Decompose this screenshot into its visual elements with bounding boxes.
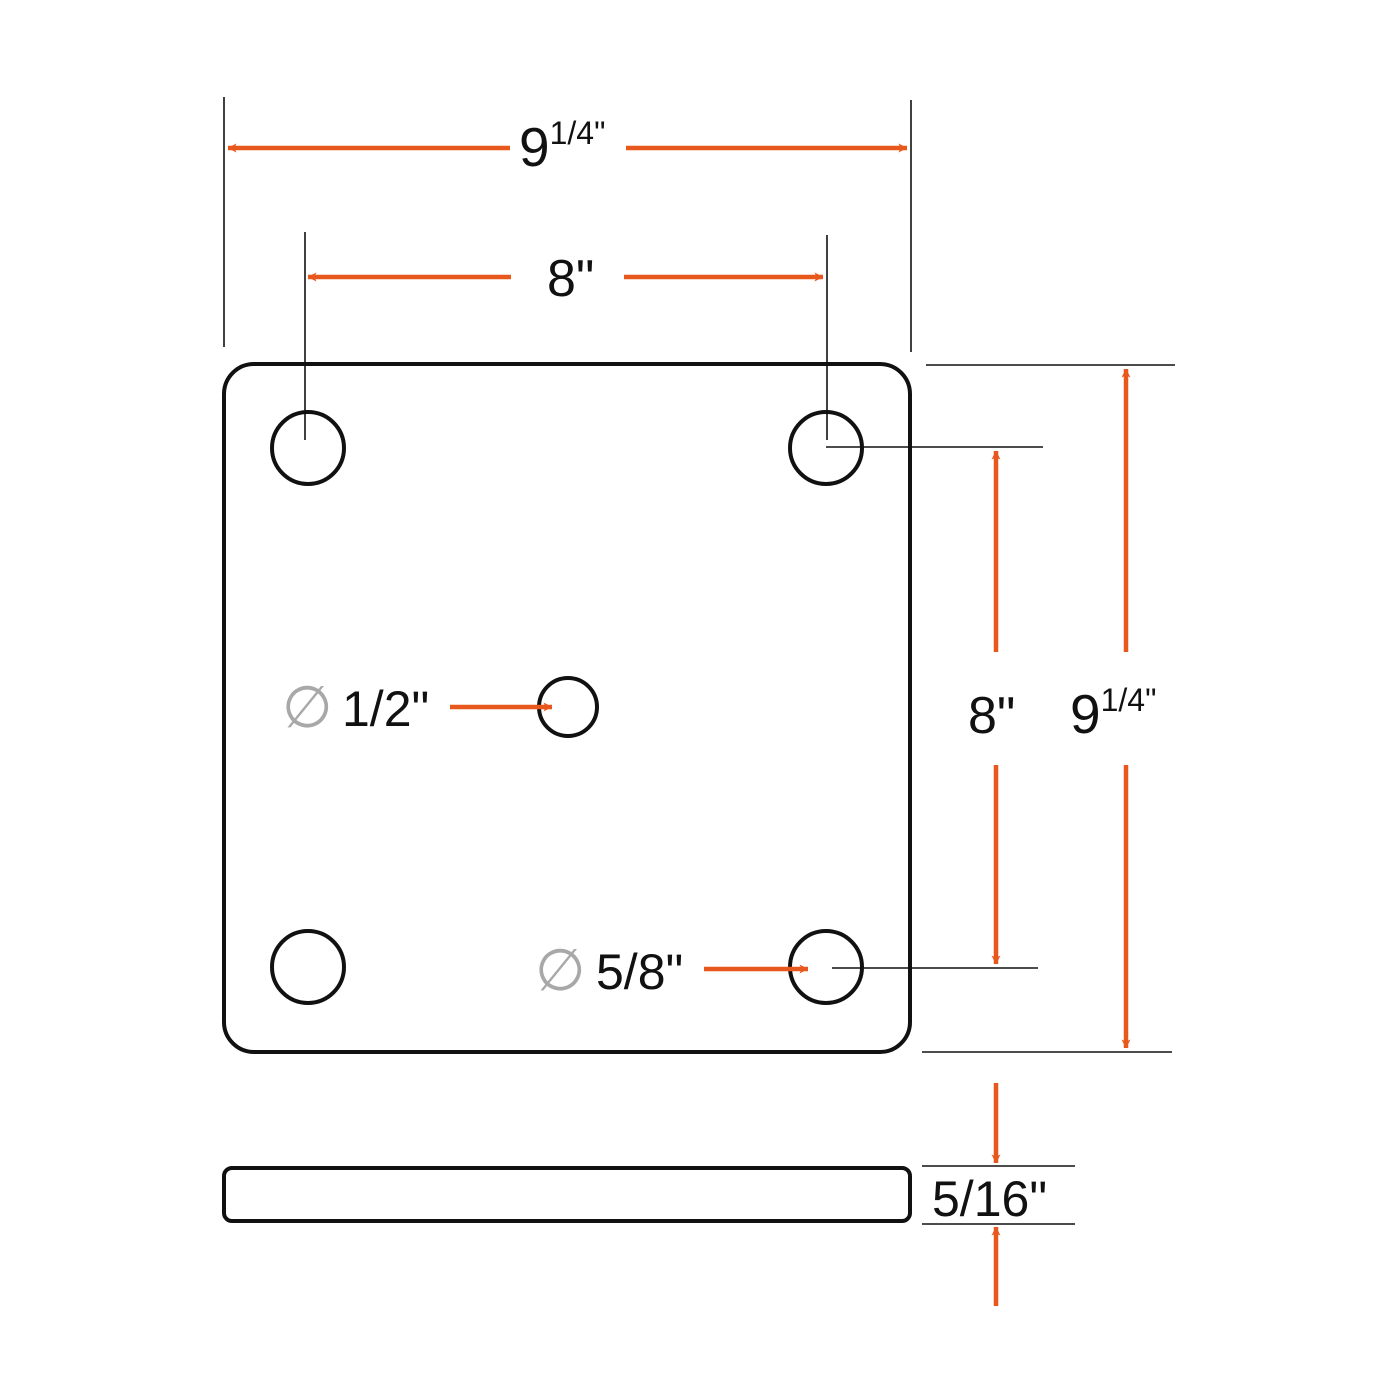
corner-hole-diameter-label: 5/8" xyxy=(596,944,683,1000)
overall-width-unit: " xyxy=(594,115,605,151)
plate-side-view xyxy=(222,1166,912,1223)
diameter-icon: ∅ xyxy=(282,673,333,741)
diameter-icon: ∅ xyxy=(535,936,586,1004)
hole-top-left xyxy=(270,410,346,486)
overall-height-whole: 9 xyxy=(1070,683,1101,745)
hole-bottom-left xyxy=(270,929,346,1005)
overall-height-label: 91/4" xyxy=(1070,682,1156,745)
thickness-label: 5/16" xyxy=(932,1171,1047,1227)
overall-width-fraction: 1/4 xyxy=(550,115,594,151)
center-hole-diameter-label: 1/2" xyxy=(342,681,429,737)
hole-top-right xyxy=(788,410,864,486)
hole-spacing-horizontal-label: 8" xyxy=(547,250,594,308)
dimension-arrows xyxy=(227,143,1131,1306)
plate-outline xyxy=(222,362,912,1054)
overall-height-unit: " xyxy=(1145,682,1156,718)
overall-height-fraction: 1/4 xyxy=(1101,682,1145,718)
extension-lines xyxy=(223,97,1175,1225)
hole-spacing-vertical-label: 8" xyxy=(968,687,1015,745)
overall-width-label: 91/4" xyxy=(519,115,605,178)
overall-width-whole: 9 xyxy=(519,116,550,178)
